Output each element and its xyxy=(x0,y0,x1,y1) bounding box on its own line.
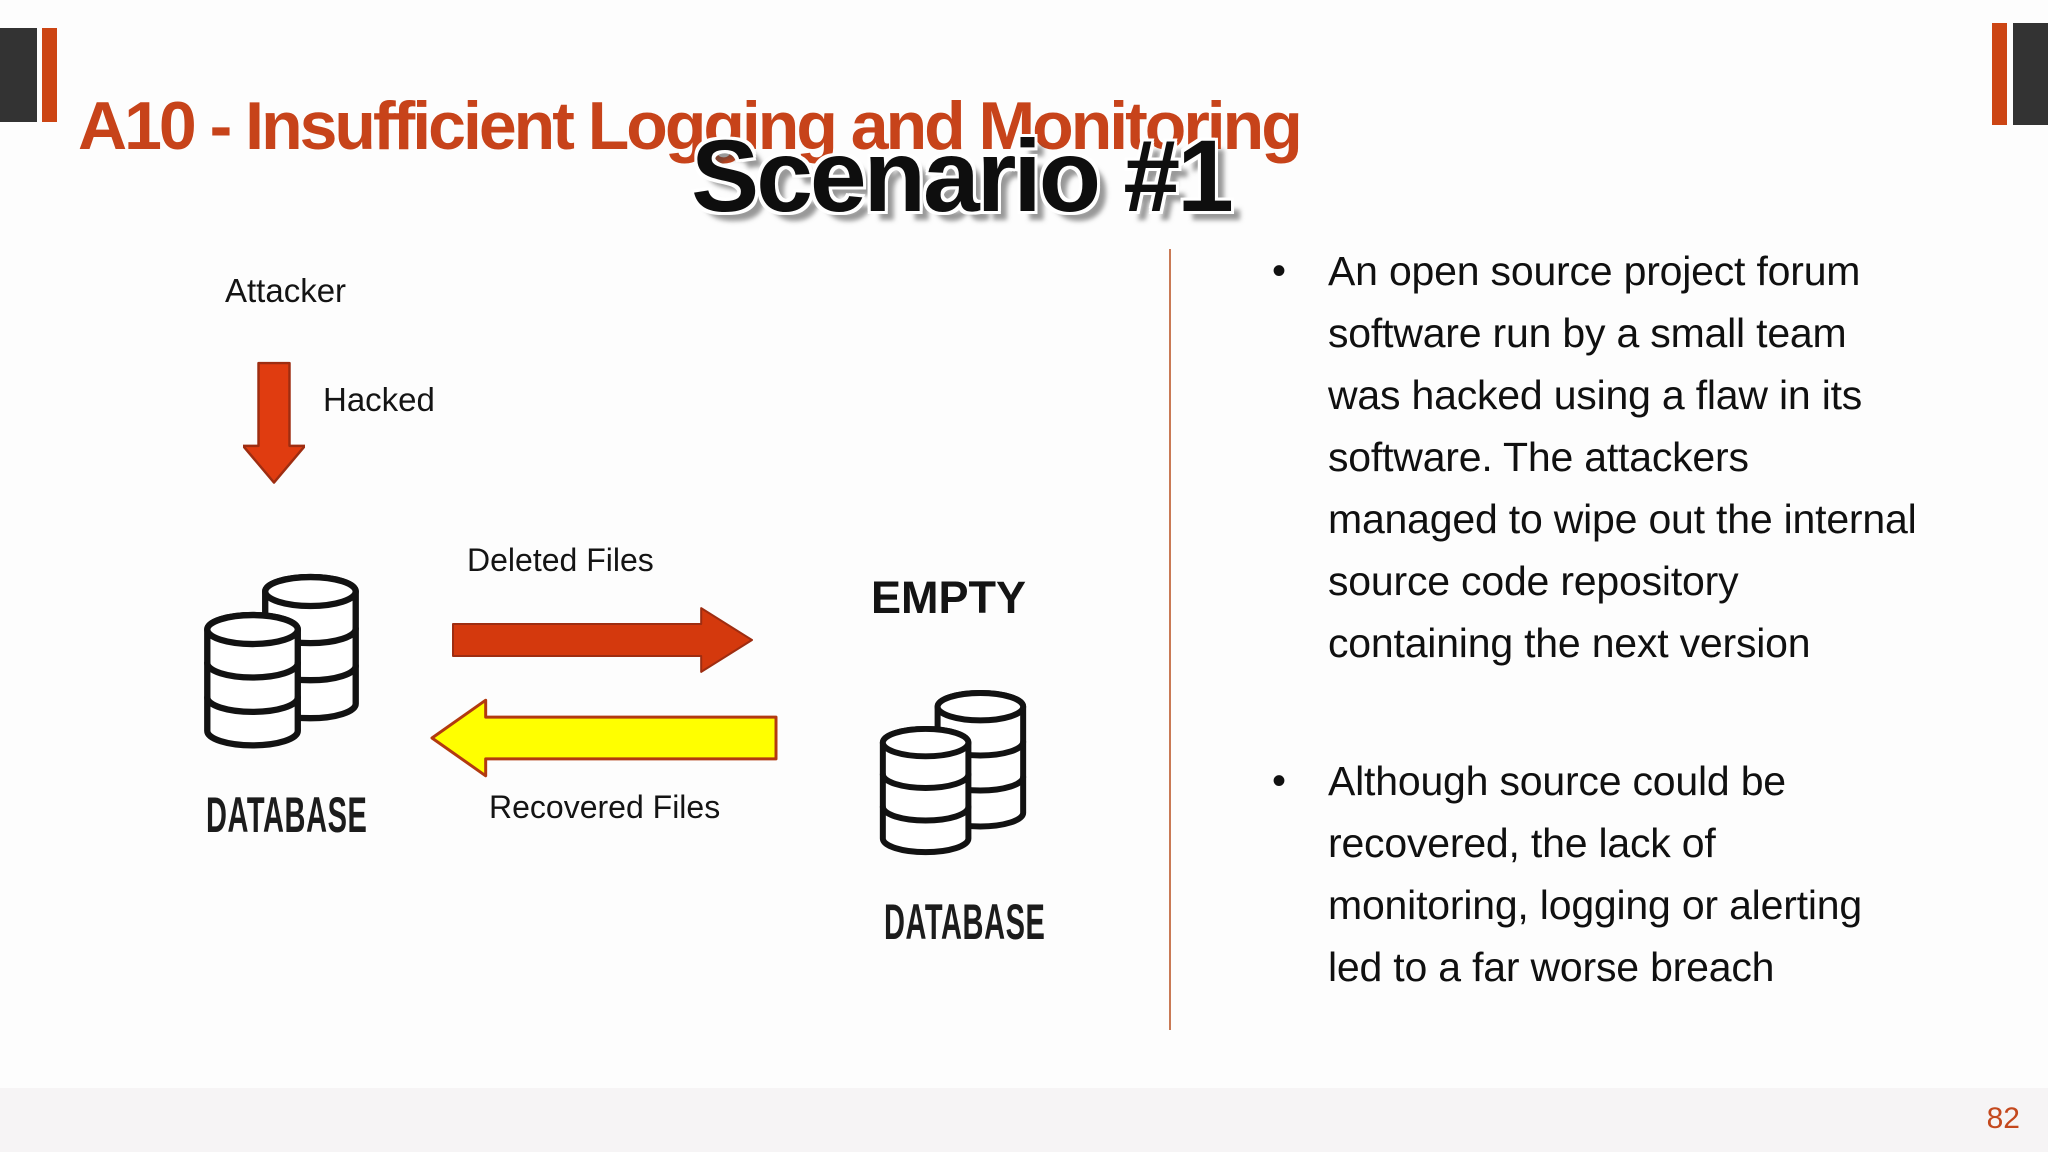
database-label: DATABASE xyxy=(884,894,1046,950)
footer-strip: 82 xyxy=(0,1088,2048,1152)
attacker-label: Attacker xyxy=(225,272,347,309)
bullet-item: Although source could be recovered, the … xyxy=(1262,750,1922,998)
top-right-accent-bar xyxy=(1992,23,2007,125)
database-icon xyxy=(879,690,1027,856)
arrow-right-icon xyxy=(452,607,753,673)
top-right-dark-bar xyxy=(2013,23,2048,125)
bullet-list: An open source project forum software ru… xyxy=(1262,240,1922,998)
deleted-files-label: Deleted Files xyxy=(467,542,654,578)
page-title: Scenario #1 xyxy=(691,119,1234,233)
arrow-left-icon xyxy=(430,698,778,778)
slide-header-title: A10 - Insufficient Logging and Monitorin… xyxy=(78,87,1303,164)
empty-label: EMPTY xyxy=(871,572,1027,623)
page-number: 82 xyxy=(1986,1102,2020,1135)
bullet-item: An open source project forum software ru… xyxy=(1262,240,1922,674)
recovered-files-label: Recovered Files xyxy=(489,789,721,825)
database-label: DATABASE xyxy=(206,787,368,843)
arrow-down-icon xyxy=(243,361,305,484)
hacked-label: Hacked xyxy=(323,381,435,418)
top-left-dark-bar xyxy=(0,28,37,122)
vertical-divider xyxy=(1169,249,1171,1030)
top-left-accent-bar xyxy=(42,28,57,122)
database-icon xyxy=(204,573,359,749)
